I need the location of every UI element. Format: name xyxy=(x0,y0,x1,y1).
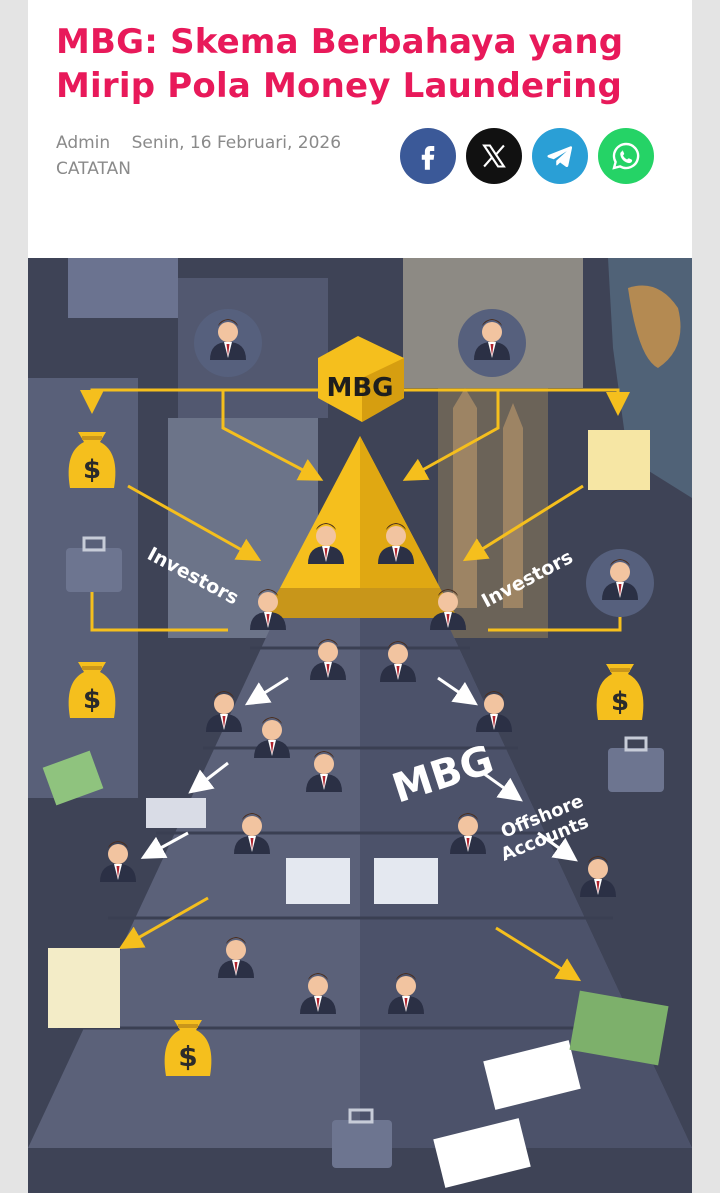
pyramid-scheme-illustration: MBG xyxy=(28,258,692,1193)
money-bag-icon: $ xyxy=(68,662,116,718)
whatsapp-share-button[interactable] xyxy=(598,128,654,184)
svg-text:$: $ xyxy=(83,455,101,485)
featured-image[interactable]: MBG xyxy=(28,258,692,1193)
x-icon xyxy=(482,144,506,168)
author-link[interactable]: Admin xyxy=(56,133,111,153)
article-title[interactable]: MBG: Skema Berbahaya yang Mirip Pola Mon… xyxy=(56,22,624,106)
money-bag-icon: $ xyxy=(596,664,644,720)
money-bag-icon: $ xyxy=(164,1020,212,1076)
mbg-top-label: MBG xyxy=(326,373,393,403)
telegram-icon xyxy=(547,146,573,168)
facebook-share-button[interactable] xyxy=(400,128,456,184)
svg-text:$: $ xyxy=(178,1040,197,1073)
facebook-icon xyxy=(421,146,435,170)
svg-text:$: $ xyxy=(83,685,101,715)
money-bag-icon: $ xyxy=(68,432,116,488)
share-buttons xyxy=(400,128,654,184)
publish-date: Senin, 16 Februari, 2026 xyxy=(131,133,342,153)
briefcase-icon xyxy=(66,536,122,592)
mbg-top-box: MBG xyxy=(318,336,404,422)
article-card: MBG: Skema Berbahaya yang Mirip Pola Mon… xyxy=(28,0,692,1193)
briefcase-icon xyxy=(608,736,664,792)
article-meta: Admin Senin, 16 Februari, 2026 CATATAN xyxy=(56,130,386,182)
briefcase-icon xyxy=(332,1108,392,1168)
x-share-button[interactable] xyxy=(466,128,522,184)
svg-text:$: $ xyxy=(611,687,629,717)
telegram-share-button[interactable] xyxy=(532,128,588,184)
category-link[interactable]: CATATAN xyxy=(56,159,131,179)
whatsapp-icon xyxy=(612,142,640,170)
